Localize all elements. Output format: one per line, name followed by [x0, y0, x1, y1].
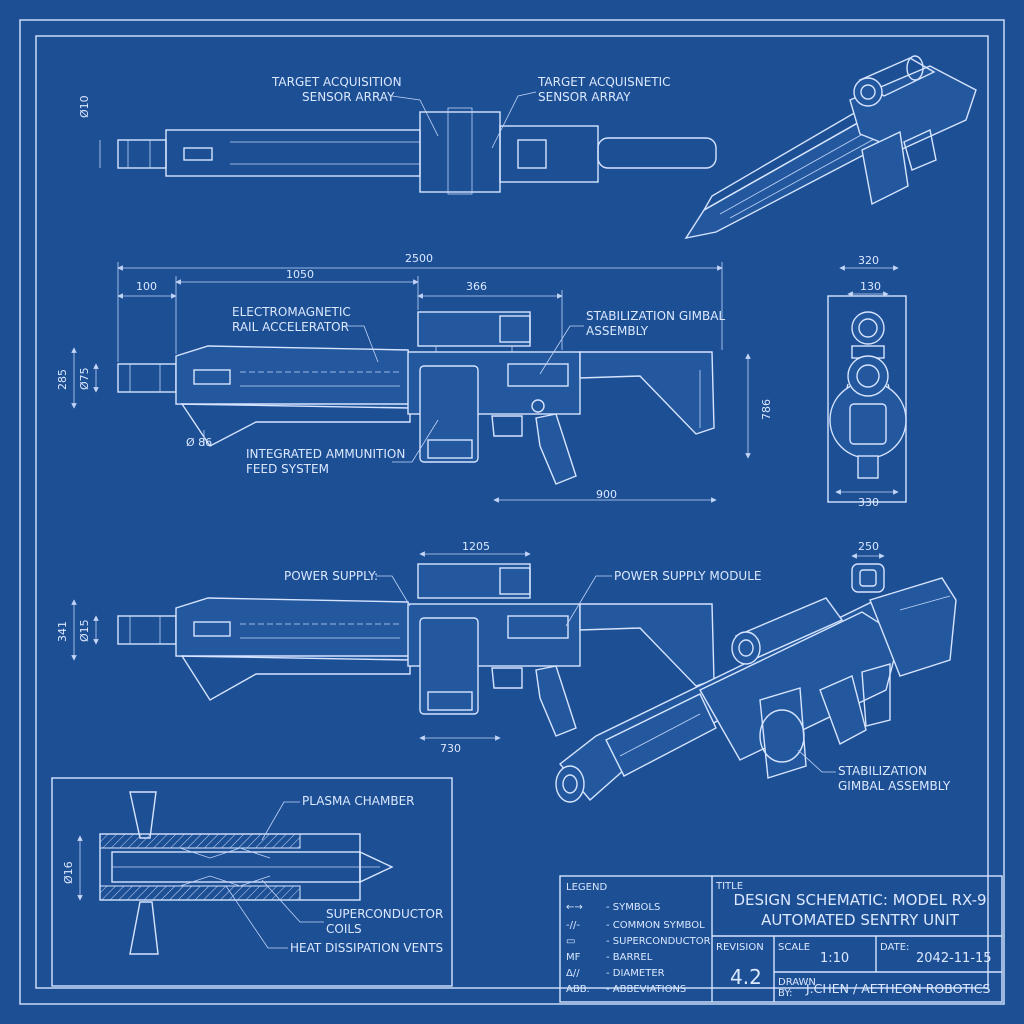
leader-heat: [225, 885, 288, 949]
label-heat-dissipation: HEAT DISSIPATION VENTS: [290, 941, 443, 955]
dim-lower-magazine: 730: [440, 742, 461, 755]
drawn-value: J.CHEN / AETHEON ROBOTICS: [805, 981, 991, 996]
label-stabilization-gimbal: STABILIZATION GIMBAL: [586, 309, 725, 323]
inner-border: [35, 35, 989, 989]
dim-detail-diameter: Ø16: [62, 861, 75, 884]
leader-superconductor: [261, 879, 324, 923]
leader-power-a: [376, 575, 411, 607]
label-coils: COILS: [326, 922, 362, 936]
leader-plasma: [261, 801, 300, 841]
legend-symbol: ←→: [566, 902, 583, 913]
label-stabilization: STABILIZATION: [838, 764, 927, 778]
scale-value: 1:10: [820, 951, 849, 966]
dim-barrel-length: 1050: [286, 268, 314, 281]
dim-iso-250: 250: [858, 540, 879, 553]
date-value: 2042-11-15: [916, 951, 992, 966]
leader-rail: [344, 325, 379, 363]
dim-height-341: 341: [56, 621, 69, 642]
top-side-view: [117, 107, 717, 195]
dim-diameter-75: Ø75: [78, 367, 91, 390]
dim-receiver-length: 366: [466, 280, 487, 293]
label-target-sensor-array-2: SENSOR ARRAY: [538, 90, 631, 104]
leader-gimbal-bottom: [797, 749, 836, 773]
dim-height-285: 285: [56, 369, 69, 390]
scale-heading: SCALE: [778, 942, 810, 953]
dim-front-base: 330: [858, 496, 879, 509]
title-block: [559, 875, 1003, 1003]
title-heading: TITLE: [715, 881, 743, 892]
label-gimbal-assembly-bottom: GIMBAL ASSEMBLY: [838, 779, 951, 793]
legend-text: - ABBEVIATIONS: [606, 984, 686, 995]
legend-symbol: ABB.: [566, 984, 590, 995]
outer-border: [19, 19, 1005, 1005]
label-integrated-ammunition: INTEGRATED AMMUNITION: [246, 447, 405, 461]
label-target-acquisnetic: TARGET ACQUISNETIC: [537, 75, 671, 89]
revision-value: 4.2: [730, 965, 762, 989]
legend-symbol: MF: [566, 952, 581, 963]
drawing-title: DESIGN SCHEMATIC: MODEL RX-9: [733, 891, 986, 909]
dim-stock-length: 900: [596, 488, 617, 501]
date-heading: DATE:: [880, 942, 909, 953]
drawn-heading-by: BY:: [778, 988, 792, 999]
label-gimbal-assembly: ASSEMBLY: [586, 324, 649, 338]
label-target-acquisition: TARGET ACQUISITION: [271, 75, 402, 89]
dim-lower-receiver: 1205: [462, 540, 490, 553]
drawing-subtitle: AUTOMATED SENTRY UNIT: [761, 911, 960, 929]
leader-target-b: [491, 91, 537, 149]
legend-symbol: -//-: [566, 920, 580, 931]
label-power-supply-module: POWER SUPPLY MODULE: [614, 569, 761, 583]
legend-text: - SUPERCONDUCTOR: [606, 936, 711, 947]
legend-text: - BARREL: [606, 952, 653, 963]
dim-height-786: 786: [760, 399, 773, 420]
dim-muzzle-length: 100: [136, 280, 157, 293]
dim-top-diameter: Ø10: [78, 95, 91, 118]
leader-gimbal-top: [539, 325, 584, 375]
label-superconductor: SUPERCONDUCTOR: [326, 907, 443, 921]
dim-front-scope: 130: [860, 280, 881, 293]
drawn-heading: DRAWN: [778, 977, 816, 988]
legend-symbol: Δ//: [566, 968, 580, 979]
dim-front-width: 320: [858, 254, 879, 267]
legend-text: - SYMBOLS: [606, 902, 660, 913]
label-target-sensor-array: SENSOR ARRAY: [302, 90, 395, 104]
label-plasma-chamber: PLASMA CHAMBER: [302, 794, 415, 808]
front-view: [827, 265, 907, 503]
legend-text: - COMMON SYMBOL: [606, 920, 705, 931]
label-power-supply: POWER SUPPLY:: [284, 569, 378, 583]
middle-side-view: [117, 311, 715, 485]
lower-right-isometric-view: [555, 553, 957, 803]
dim-diameter-86: Ø 86: [186, 436, 212, 449]
legend-symbol: ▭: [566, 936, 575, 947]
middle-dimension-lines: [71, 262, 751, 503]
legend-heading: LEGEND: [566, 882, 607, 893]
label-electromagnetic: ELECTROMAGNETIC: [232, 305, 351, 319]
label-feed-system: FEED SYSTEM: [246, 462, 329, 476]
detail-box: [51, 777, 453, 987]
revision-heading: REVISION: [716, 942, 764, 953]
dim-overall-length: 2500: [405, 252, 433, 265]
lower-side-view: [71, 551, 715, 741]
leader-target-a: [391, 95, 439, 137]
legend-list: ←→ - SYMBOLS -//- - COMMON SYMBOL ▭ - SU…: [566, 902, 711, 995]
dim-diameter-15: Ø15: [78, 619, 91, 642]
leader-ammo: [392, 419, 439, 463]
legend-text: - DIAMETER: [606, 968, 665, 979]
label-rail-accelerator: RAIL ACCELERATOR: [232, 320, 349, 334]
top-right-isometric-view: [684, 55, 977, 240]
leader-power-b: [565, 575, 612, 627]
